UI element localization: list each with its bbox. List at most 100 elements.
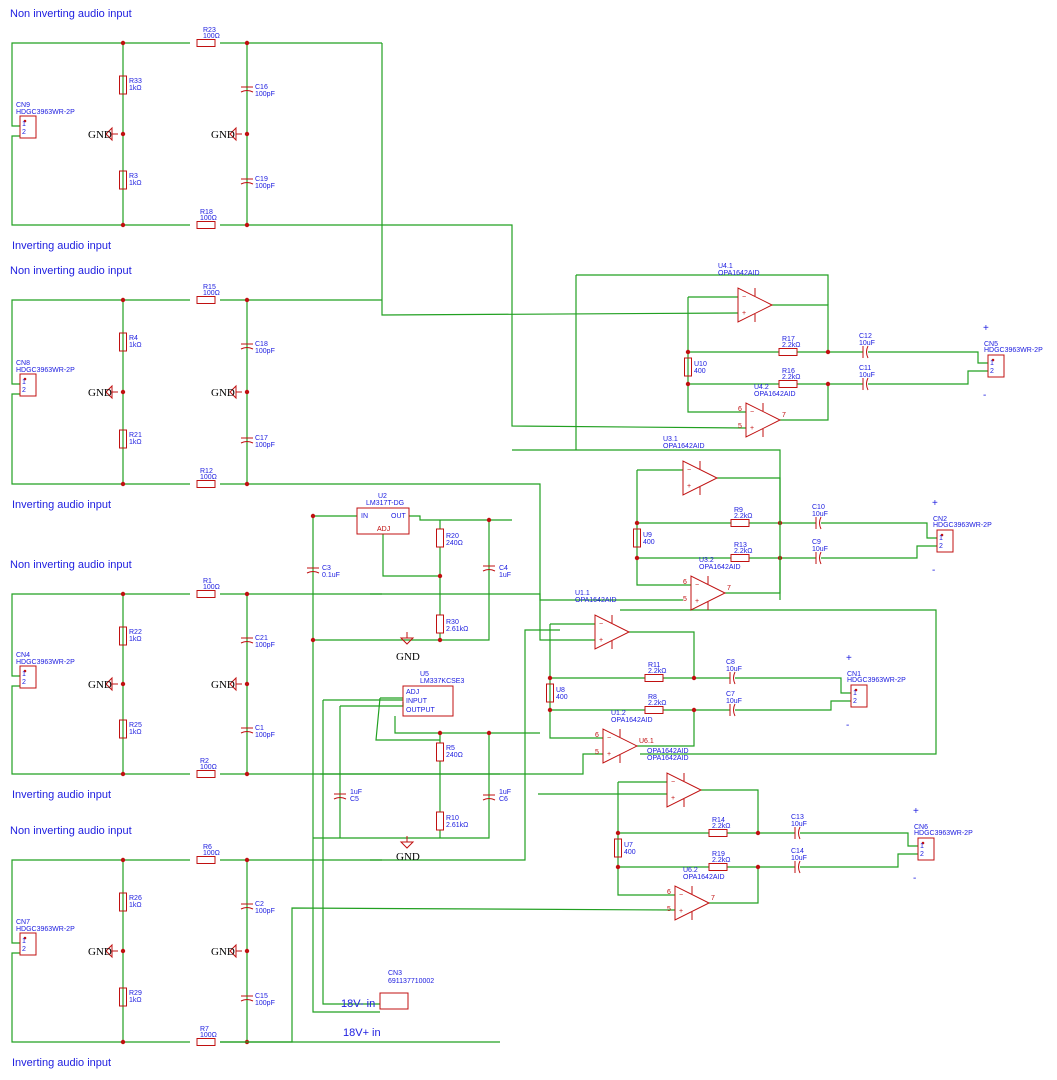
resistor-ref: R20 xyxy=(446,533,459,540)
junction-dot xyxy=(120,389,126,395)
output-connector xyxy=(987,354,1005,378)
cap-plate xyxy=(306,571,320,574)
resistor-value: 1kΩ xyxy=(129,85,142,92)
resistor-ref: R21 xyxy=(129,432,142,439)
wire xyxy=(11,952,190,1043)
pin-number: 7 xyxy=(782,412,786,419)
resistor-value: 1kΩ xyxy=(129,439,142,446)
connector-ref: CN9 xyxy=(16,102,30,109)
pin-number: 2 xyxy=(22,387,26,394)
opamp-plus: + xyxy=(687,483,691,490)
gnd-label: GND xyxy=(88,387,112,399)
wire xyxy=(868,370,988,385)
resistor-value: 2.2kΩ xyxy=(712,823,730,830)
resistor-value: 2.2kΩ xyxy=(712,857,730,864)
resistor-value: 400 xyxy=(556,694,568,701)
resistor-r20 xyxy=(436,528,444,548)
connector-body xyxy=(936,529,954,553)
net-label-inverting: Inverting audio input xyxy=(12,499,111,511)
gnd-icon xyxy=(229,384,242,400)
wire xyxy=(512,449,781,600)
resistor-ref: R19 xyxy=(712,851,725,858)
capacitor-ref: C18 xyxy=(255,341,268,348)
resistor-ref: R12 xyxy=(200,468,213,475)
capacitor-value: 10uF xyxy=(812,511,828,518)
cap-plate xyxy=(240,90,254,93)
minus-sign: - xyxy=(913,873,916,884)
resistor-ref: R33 xyxy=(129,78,142,85)
capacitor-ref: C14 xyxy=(791,848,804,855)
resistor-value: 2.2kΩ xyxy=(734,513,752,520)
resistor-shunt-a xyxy=(119,332,127,352)
junction-dot xyxy=(825,381,831,387)
cap-plate xyxy=(240,731,254,734)
wire xyxy=(11,135,190,226)
opamp-value: OPA1642AID xyxy=(611,717,653,724)
resistor-ref: R30 xyxy=(446,619,459,626)
pin-number: U6.1 xyxy=(639,738,654,745)
opamp-b xyxy=(602,728,639,764)
gnd-icon xyxy=(399,836,415,849)
opamp-minus: − xyxy=(687,467,691,474)
wire xyxy=(701,789,759,833)
resistor-ref: R23 xyxy=(203,27,216,34)
resistor-shunt xyxy=(614,838,622,858)
resistor-value: 2.2kΩ xyxy=(782,374,800,381)
cap-plate xyxy=(240,641,254,644)
resistor-r10 xyxy=(436,811,444,831)
resistor-value: 240Ω xyxy=(446,540,463,547)
wire xyxy=(370,629,560,861)
wire xyxy=(320,753,603,775)
junction-dot xyxy=(120,771,126,777)
wire xyxy=(370,593,595,641)
pin-number: 1 xyxy=(22,121,26,128)
capacitor-value: 1uF xyxy=(499,789,511,796)
capacitor-ref: C5 xyxy=(350,796,359,803)
connector-value: 691137710002 xyxy=(388,978,434,985)
junction-dot xyxy=(547,707,553,713)
opamp-b xyxy=(674,885,711,921)
resistor-ref: R26 xyxy=(129,895,142,902)
opamp-ref: U1.1 xyxy=(575,590,590,597)
capacitor-value: 0.1uF xyxy=(322,572,340,579)
gnd-label: GND xyxy=(211,679,235,691)
connector-ref: CN5 xyxy=(984,341,998,348)
gnd-icon xyxy=(399,632,415,645)
junction-dot xyxy=(244,389,250,395)
opamp-plus: + xyxy=(671,795,675,802)
pin-number: 1 xyxy=(853,690,857,697)
resistor-ref: R7 xyxy=(200,1026,209,1033)
wire xyxy=(500,224,747,429)
wire xyxy=(687,297,746,413)
resistor-r30 xyxy=(436,614,444,634)
connector-ref: CN7 xyxy=(16,919,30,926)
pin1-dot xyxy=(921,841,925,845)
connector-value: HDGC3963WR-2P xyxy=(914,830,973,837)
connector-value: HDGC3963WR-2P xyxy=(984,347,1043,354)
capacitor-coupling-b xyxy=(794,860,801,874)
cap-plate xyxy=(240,999,254,1002)
capacitor-ref: C10 xyxy=(812,504,825,511)
output-connector xyxy=(936,529,954,553)
resistor-value: 1kΩ xyxy=(129,180,142,187)
net-label-inverting: Inverting audio input xyxy=(12,789,111,801)
capacitor-b xyxy=(240,727,254,734)
capacitor-coupling-b xyxy=(862,377,869,391)
pin-number: 2 xyxy=(22,946,26,953)
cap-plate xyxy=(333,797,347,800)
capacitor-coupling-b xyxy=(729,703,736,717)
pin-number: 1 xyxy=(990,360,994,367)
opamp-a xyxy=(737,287,774,323)
junction-dot xyxy=(755,864,761,870)
junction-dot xyxy=(825,349,831,355)
gnd-symbol xyxy=(399,836,415,849)
opamp-minus: − xyxy=(742,294,746,301)
cap-plate xyxy=(798,860,801,874)
minus-sign: - xyxy=(932,565,935,576)
net-label-noninverting: Non inverting audio input xyxy=(10,8,132,20)
pin1-dot xyxy=(854,688,858,692)
capacitor-ref: C8 xyxy=(726,659,735,666)
opamp-a xyxy=(666,772,703,808)
capacitor-ref: C4 xyxy=(499,565,508,572)
